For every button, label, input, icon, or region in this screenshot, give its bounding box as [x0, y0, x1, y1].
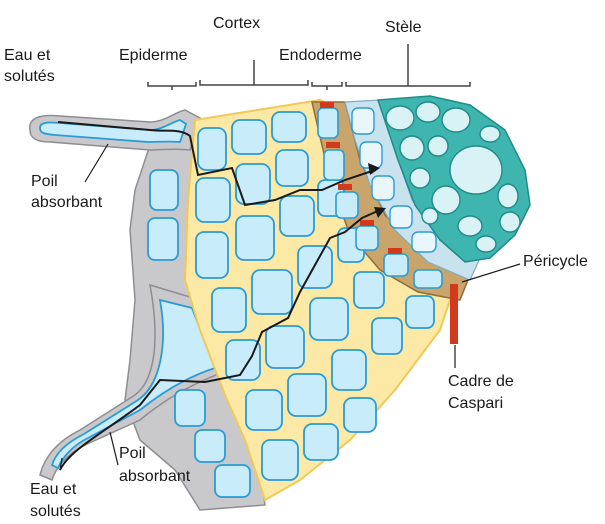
- label-pericycle: Péricycle: [523, 252, 588, 271]
- endodermis-cell: [384, 254, 408, 276]
- caspari-strip: [450, 284, 458, 344]
- epidermis-cell: [195, 430, 225, 462]
- cortex-cell: [344, 398, 376, 432]
- epidermis-cell: [215, 465, 250, 497]
- epidermis-cell: [150, 170, 178, 210]
- pericycle-cell: [352, 108, 374, 134]
- label-poil-top-1: Poil: [31, 172, 58, 191]
- stele-cell: [450, 146, 502, 194]
- stele-cell: [410, 168, 430, 188]
- cortex-cell: [276, 150, 308, 186]
- label-eau-top-2: solutés: [4, 67, 55, 86]
- cortex-cell: [266, 326, 304, 368]
- pericycle-cell: [372, 176, 394, 200]
- caspari-strip: [326, 142, 340, 148]
- stele-cell: [476, 236, 496, 252]
- cortex-cell: [252, 270, 292, 314]
- bracket-epiderme: [148, 82, 196, 90]
- cortex-cell: [236, 216, 274, 260]
- endodermis-cell: [336, 192, 358, 218]
- epidermis-cell: [148, 218, 178, 260]
- cortex-cell: [198, 128, 226, 170]
- cortex-cell: [212, 288, 246, 332]
- stele-cell: [498, 184, 518, 208]
- cortex-cell: [406, 296, 434, 328]
- label-epiderme: Epiderme: [119, 46, 187, 65]
- label-poil-bottom-2: absorbant: [119, 467, 190, 486]
- stele-cell: [442, 108, 470, 132]
- label-eau-top-1: Eau et: [4, 46, 50, 65]
- endodermis-cell: [324, 150, 344, 180]
- label-stele: Stèle: [385, 18, 421, 37]
- label-endoderme: Endoderme: [279, 46, 362, 65]
- leader-poil-top: [85, 144, 108, 182]
- label-poil-top-2: absorbant: [31, 193, 102, 212]
- cortex-cell: [262, 440, 298, 480]
- cortex-cell: [304, 424, 338, 460]
- caspari-strip: [320, 102, 334, 108]
- cortex-cell: [372, 318, 402, 354]
- pericycle-cell: [360, 142, 382, 168]
- cortex-cell: [280, 196, 314, 236]
- cortex-cell: [232, 120, 266, 154]
- cortex-cell: [310, 298, 348, 340]
- epidermis-cell: [175, 390, 205, 426]
- cortex-cell: [288, 374, 326, 416]
- endodermis-cell: [318, 108, 338, 138]
- leader-poil-bottom: [110, 432, 118, 465]
- cortex-cell: [354, 272, 384, 308]
- endodermis-cell: [414, 270, 442, 288]
- stele-cell: [386, 106, 414, 130]
- label-cortex: Cortex: [213, 14, 260, 33]
- bracket-stele: [346, 44, 470, 86]
- label-cadre-1: Cadre de: [448, 372, 514, 391]
- stele-cell: [500, 212, 520, 232]
- bracket-endoderme: [312, 82, 342, 90]
- label-poil-bottom-1: Poil: [119, 444, 146, 463]
- caspari-strip: [338, 184, 352, 190]
- stele-cell: [422, 208, 438, 224]
- caspari-strip: [360, 220, 374, 226]
- caspari-strip: [388, 248, 402, 254]
- endodermis-cell: [356, 226, 378, 250]
- cortex-cell: [196, 178, 230, 222]
- stele-cell: [416, 102, 440, 122]
- label-eau-bottom-1: Eau et: [30, 480, 76, 499]
- pericycle-cell: [390, 206, 412, 228]
- cortex-cell: [332, 350, 366, 390]
- stele-cell: [458, 216, 482, 236]
- label-cadre-2: Caspari: [448, 394, 503, 413]
- cortex-cell: [226, 340, 260, 380]
- cortex-cell: [272, 112, 306, 142]
- cortex-cell: [246, 390, 282, 430]
- stele-cell: [428, 136, 448, 156]
- label-eau-bottom-2: solutés: [30, 502, 81, 521]
- cortex-cell: [236, 164, 270, 204]
- stele-cell: [400, 136, 424, 160]
- stele-cell: [432, 186, 460, 214]
- stele-cell: [480, 126, 500, 142]
- pericycle-cell: [412, 232, 436, 252]
- cortex-cell: [196, 232, 228, 278]
